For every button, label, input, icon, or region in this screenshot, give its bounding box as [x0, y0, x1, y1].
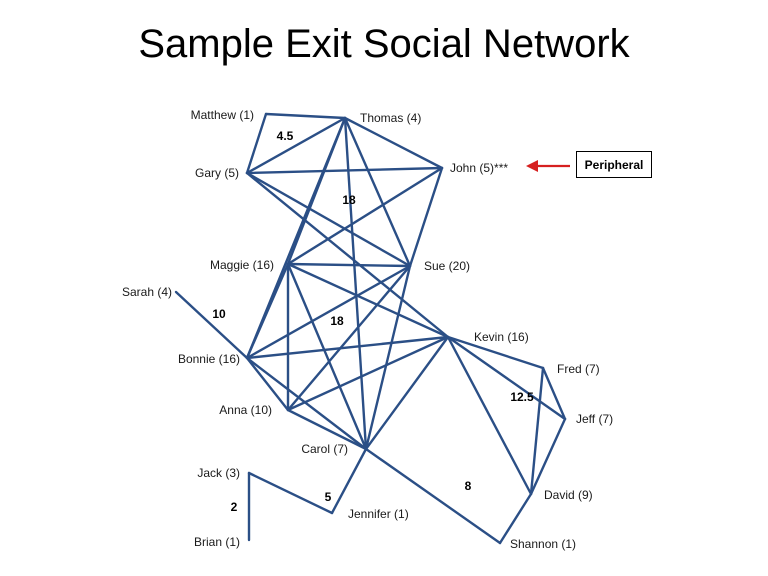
- edge-thomas-gary: [245, 116, 347, 175]
- edge-john-maggie: [286, 166, 444, 266]
- edge-fred-jeff: [541, 366, 567, 421]
- edge-kevin-fred: [446, 335, 545, 370]
- weight-label: 18: [330, 314, 344, 328]
- edge-john-sue: [408, 166, 444, 268]
- node-label-john: John (5)***: [450, 161, 508, 175]
- node-label-jack: Jack (3): [197, 466, 240, 480]
- weight-label: 2: [231, 500, 238, 514]
- weight-label: 5: [325, 490, 332, 504]
- node-label-fred: Fred (7): [557, 362, 600, 376]
- node-label-maggie: Maggie (16): [210, 258, 274, 272]
- edge-kevin-carol: [364, 335, 450, 451]
- weight-label: 12.5: [510, 390, 534, 404]
- node-label-thomas: Thomas (4): [360, 111, 421, 125]
- peripheral-arrow: [526, 160, 570, 172]
- edge-shannon-david: [498, 492, 533, 545]
- edge-jeff-david: [529, 417, 567, 496]
- edge-kevin-bonnie: [245, 335, 450, 360]
- weight-label: 4.5: [277, 129, 294, 143]
- edge-maggie-kevin: [286, 262, 450, 339]
- node-label-sarah: Sarah (4): [122, 285, 172, 299]
- edge-matthew-thomas: [264, 112, 347, 120]
- weight-label: 8: [465, 479, 472, 493]
- page-title: Sample Exit Social Network: [138, 22, 630, 66]
- node-label-brian: Brian (1): [194, 535, 240, 549]
- node-label-jeff: Jeff (7): [576, 412, 613, 426]
- edge-thomas-carol: [343, 116, 368, 451]
- node-label-matthew: Matthew (1): [191, 108, 254, 122]
- edge-gary-kevin: [245, 171, 450, 339]
- edge-maggie-carol: [286, 262, 368, 451]
- label-layer: Matthew (1) Thomas (4) Gary (5) John (5)***…: [122, 108, 613, 551]
- edge-sue-anna: [286, 264, 412, 412]
- node-label-bonnie: Bonnie (16): [178, 352, 240, 366]
- edge-sarah-bonnie: [174, 290, 249, 360]
- node-label-shannon: Shannon (1): [510, 537, 576, 551]
- node-label-sue: Sue (20): [424, 259, 470, 273]
- edge-jack-jennifer: [247, 471, 334, 515]
- edge-thomas-sue: [343, 116, 412, 268]
- edge-bonnie-carol: [245, 356, 368, 451]
- edge-maggie-sue: [286, 262, 412, 268]
- node-label-david: David (9): [544, 488, 593, 502]
- node-label-jennifer: Jennifer (1): [348, 507, 409, 521]
- edge-gary-john: [245, 166, 444, 175]
- edge-carol-shannon: [364, 447, 502, 545]
- edge-kevin-anna: [286, 335, 450, 412]
- edge-bonnie-anna: [245, 356, 290, 412]
- edge-carol-jennifer: [330, 447, 368, 515]
- edge-sue-carol: [364, 264, 412, 451]
- weight-layer: 4.5 18 10 18 12.5 8 5 2: [212, 129, 534, 514]
- edge-matthew-gary: [245, 112, 268, 175]
- edge-kevin-jeff: [446, 335, 567, 421]
- edge-thomas-john: [343, 116, 444, 170]
- edge-maggie-bonnie: [245, 262, 290, 360]
- weight-label: 18: [342, 193, 356, 207]
- node-label-kevin: Kevin (16): [474, 330, 529, 344]
- peripheral-callout: Peripheral: [576, 151, 652, 178]
- weight-label: 10: [212, 307, 226, 321]
- node-label-anna: Anna (10): [219, 403, 272, 417]
- edge-kevin-david: [446, 335, 533, 496]
- edge-fred-david: [529, 366, 545, 496]
- edge-sue-bonnie: [245, 264, 412, 360]
- edge-layer: [174, 112, 567, 545]
- node-label-gary: Gary (5): [195, 166, 239, 180]
- edge-gary-sue: [245, 171, 412, 268]
- node-label-carol: Carol (7): [301, 442, 348, 456]
- edge-anna-carol: [286, 408, 368, 451]
